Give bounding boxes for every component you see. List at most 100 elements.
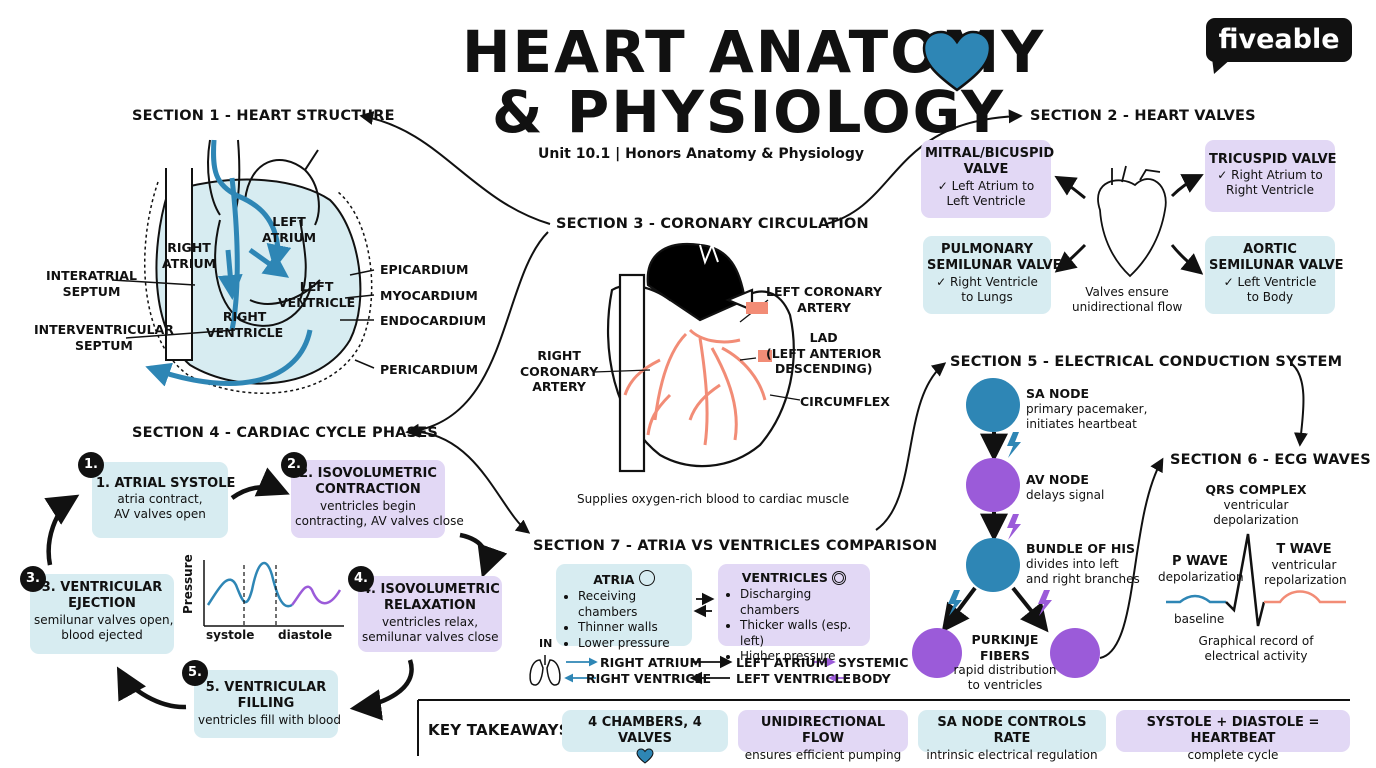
phase-number-badge: 3.: [20, 566, 46, 592]
cycle-arrows: [44, 467, 508, 721]
phase-card-ventricular-filling: 5. VENTRICULAR FILLING ventricles fill w…: [194, 670, 342, 738]
atria-title: ATRIA: [564, 570, 684, 587]
valve-card-pulmonary: PULMONARY SEMILUNAR VALVE ✓ Right Ventri…: [923, 236, 1062, 314]
phase-desc: ventricles begin contracting, AV valves …: [295, 498, 464, 528]
coronary-heart: [593, 242, 801, 473]
phase-desc: ventricles fill with blood: [198, 712, 342, 727]
takeaway-title: SYSTOLE + DIASTOLE = HEARTBEAT: [1146, 715, 1320, 747]
section7-title: SECTION 7 - ATRIA VS VENTRICLES COMPARIS…: [533, 538, 938, 554]
small-heart-icon: [636, 747, 654, 764]
flow-right-atrium: RIGHT ATRIUM: [600, 655, 702, 670]
ventricles-card: VENTRICLES Discharging chambers Thicker …: [718, 564, 870, 663]
valve-card-tricuspid: TRICUSPID VALVE ✓ Right Atrium to Right …: [1205, 140, 1337, 212]
takeaway-sub: complete cycle: [1187, 747, 1279, 762]
list-item: Thicker walls (esp. left): [740, 618, 862, 649]
ecg-qrs: QRS COMPLEX ventricular depolarization: [1196, 482, 1316, 528]
takeaway-title: UNIDIRECTIONAL FLOW: [760, 715, 886, 747]
list-item: Higher pressure: [740, 649, 862, 665]
valve-card-mitral: MITRAL/BICUSPID VALVE ✓ Left Atrium to L…: [921, 140, 1055, 218]
valve-name: MITRAL/BICUSPID VALVE: [925, 146, 1055, 178]
phase-number-badge: 4.: [348, 566, 374, 592]
graph-label-diastole: diastole: [278, 628, 333, 642]
label-right-atrium: RIGHT ATRIUM: [162, 240, 217, 271]
label-right-coronary-artery: RIGHT CORONARY ARTERY: [520, 348, 599, 395]
section4-title: SECTION 4 - CARDIAC CYCLE PHASES: [132, 425, 438, 441]
ecg-t-wave: T WAVE ventricular repolarization: [1264, 542, 1347, 588]
ecg-t-wave-desc: ventricular repolarization: [1264, 558, 1347, 588]
atria-icon: [638, 570, 655, 586]
page-subtitle: Unit 10.1 | Honors Anatomy & Physiology: [538, 146, 865, 162]
node-desc: primary pacemaker, initiates heartbeat: [1026, 401, 1148, 431]
bundle-of-his-circle: [966, 538, 1020, 592]
av-node-circle: [966, 458, 1020, 512]
phase-name: 2. ISOVOLUMETRIC CONTRACTION: [299, 466, 437, 498]
conduction-lines: [941, 432, 1049, 633]
conduction-purkinje-fibers: PURKINJE FIBERS rapid distribution to ve…: [950, 632, 1060, 693]
takeaway-card-heartbeat: SYSTOLE + DIASTOLE = HEARTBEAT complete …: [1116, 710, 1350, 762]
takeaway-card-unidirectional: UNIDIRECTIONAL FLOW ensures efficient pu…: [738, 710, 908, 762]
phase-number-badge: 1.: [78, 452, 104, 478]
phase-name: 3. VENTRICULAR EJECTION: [41, 580, 163, 612]
ventricles-title-text: VENTRICLES: [741, 570, 828, 585]
phase-desc: atria contract, AV valves open: [114, 492, 206, 522]
purkinje-left-circle: [912, 628, 962, 678]
node-desc: delays signal: [1026, 487, 1105, 502]
node-name: PURKINJE FIBERS: [971, 632, 1039, 663]
phase-name: 1. ATRIAL SYSTOLE: [96, 476, 236, 491]
conduction-av-node: AV NODE delays signal: [1026, 472, 1104, 503]
ventricles-list: Discharging chambers Thicker walls (esp.…: [726, 587, 862, 665]
node-desc: divides into left and right branches: [1026, 556, 1140, 586]
label-interventricular-septum: INTERVENTRICULAR SEPTUM: [34, 322, 174, 353]
ecg-qrs-desc: ventricular depolarization: [1213, 497, 1299, 527]
sa-node-circle: [966, 378, 1020, 432]
conduction-sa-node: SA NODE primary pacemaker, initiates hea…: [1026, 386, 1147, 432]
section1-title: SECTION 1 - HEART STRUCTURE: [132, 108, 395, 124]
section6-title: SECTION 6 - ECG WAVES: [1170, 452, 1371, 468]
label-epicardium: EPICARDIUM: [380, 262, 469, 277]
section5-title: SECTION 5 - ELECTRICAL CONDUCTION SYSTEM: [950, 354, 1343, 370]
label-myocardium: MYOCARDIUM: [380, 288, 478, 303]
takeaway-title: SA NODE CONTROLS RATE: [937, 715, 1087, 747]
takeaway-title: 4 CHAMBERS, 4 VALVES: [588, 715, 702, 747]
valve-desc: ✓ Left Ventricle to Body: [1223, 274, 1317, 304]
phase-card-isovolumetric-relaxation: 4. ISOVOLUMETRIC RELAXATION ventricles r…: [358, 576, 502, 652]
atria-list: Receiving chambers Thinner walls Lower p…: [564, 589, 684, 651]
coronary-caption: Supplies oxygen-rich blood to cardiac mu…: [577, 492, 850, 506]
label-lad: LAD (LEFT ANTERIOR DESCENDING): [766, 330, 882, 377]
section2-title: SECTION 2 - HEART VALVES: [1030, 108, 1256, 124]
section-connectors: [359, 109, 1308, 659]
valve-heart: [1097, 165, 1167, 278]
phase-card-ventricular-ejection: 3. VENTRICULAR EJECTION semilunar valves…: [30, 574, 174, 654]
node-name: AV NODE: [1026, 472, 1089, 487]
phase-name: 5. VENTRICULAR FILLING: [205, 680, 327, 712]
graph-ylabel: Pressure: [181, 554, 195, 614]
ecg-p-wave-name: P WAVE: [1172, 554, 1228, 569]
section3-title: SECTION 3 - CORONARY CIRCULATION: [556, 216, 869, 232]
takeaway-sub: intrinsic electrical regulation: [926, 747, 1098, 762]
graph-label-systole: systole: [206, 628, 255, 642]
node-name: BUNDLE OF HIS: [1026, 541, 1136, 556]
ecg-p-wave-desc: depolarization: [1158, 570, 1244, 585]
valve-desc: ✓ Left Atrium to Left Ventricle: [937, 178, 1035, 208]
lungs-icon: [529, 655, 561, 686]
takeaway-card-chambers: 4 CHAMBERS, 4 VALVES: [562, 710, 728, 764]
brand-logo: fiveable: [1206, 18, 1352, 62]
heart-cross-section: [111, 139, 375, 394]
list-item: Lower pressure: [578, 636, 684, 652]
purkinje-right-circle: [1050, 628, 1100, 678]
flow-in-label: IN: [539, 637, 553, 650]
flow-body: BODY: [852, 671, 891, 686]
takeaway-card-sa-node: SA NODE CONTROLS RATE intrinsic electric…: [918, 710, 1106, 762]
label-left-coronary-artery: LEFT CORONARY ARTERY: [766, 284, 883, 315]
takeaways-frame: [417, 699, 1350, 756]
heart-icon: [922, 30, 992, 92]
brand-logo-tail-icon: [1212, 58, 1232, 74]
flow-left-atrium: LEFT ATRIUM: [736, 655, 829, 670]
phase-number-badge: 2.: [281, 452, 307, 478]
phase-card-isovolumetric-contraction: 2. ISOVOLUMETRIC CONTRACTION ventricles …: [291, 460, 464, 538]
ecg-qrs-name: QRS COMPLEX: [1205, 482, 1307, 497]
valve-arrows: [1054, 174, 1204, 275]
label-interatrial-septum: INTERATRIAL SEPTUM: [46, 268, 137, 299]
valve-name: TRICUSPID VALVE: [1209, 152, 1337, 167]
